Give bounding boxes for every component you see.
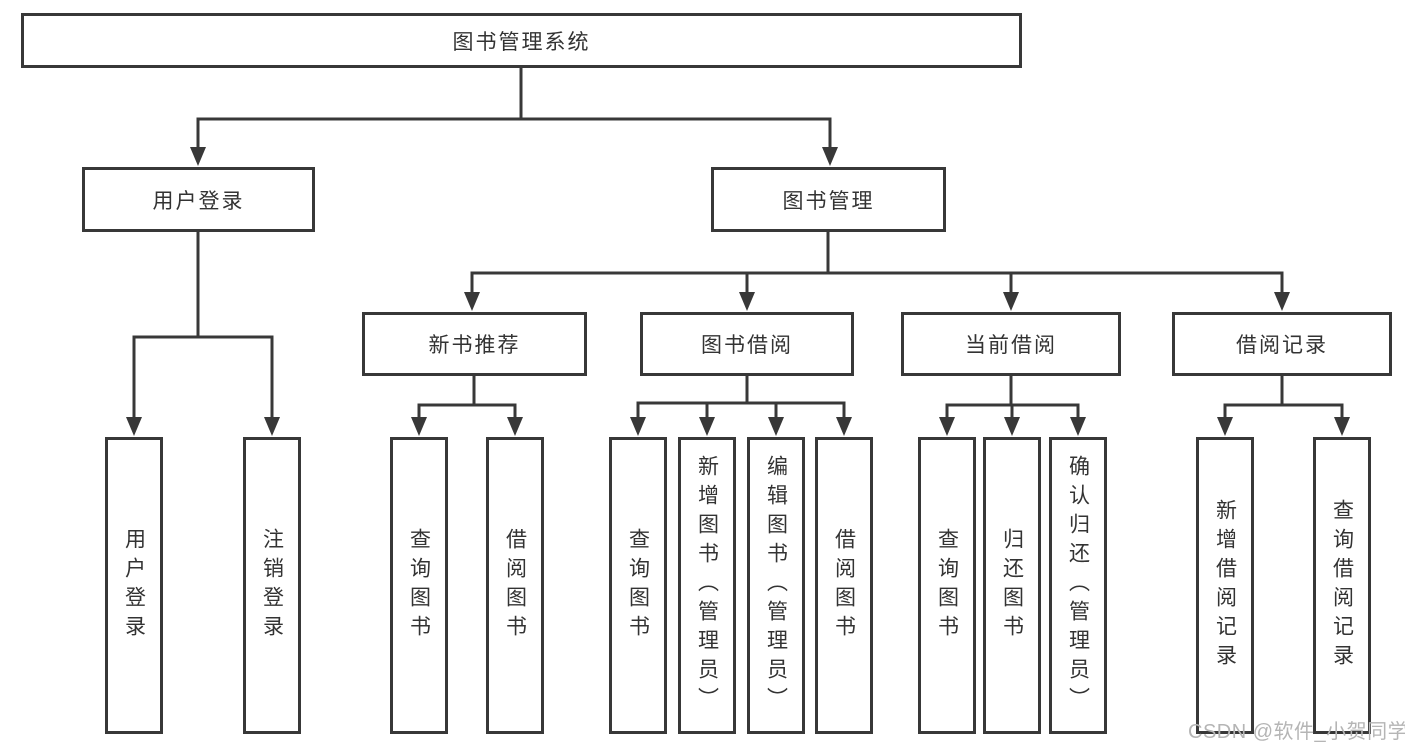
leaf-book-borrow-query-label: 查询图书 — [626, 527, 650, 644]
leaf-user-login-login: 用户登录 — [105, 437, 163, 734]
node-new-books-label: 新书推荐 — [428, 334, 521, 357]
leaf-user-login-login-label: 用户登录 — [122, 527, 146, 644]
node-book-mgmt-label: 图书管理 — [782, 189, 875, 213]
connector-root-to-level2 — [190, 68, 838, 166]
node-current-borrow: 当前借阅 — [901, 312, 1121, 376]
node-borrow-records-label: 借阅记录 — [1236, 334, 1328, 357]
leaf-book-borrow-borrow: 借阅图书 — [815, 437, 873, 734]
connector-current-borrow-to-leaves — [939, 376, 1086, 436]
leaf-book-borrow-borrow-label: 借阅图书 — [832, 527, 856, 644]
leaf-new-books-borrow: 借阅图书 — [486, 437, 544, 734]
leaf-borrow-records-query-label: 查询借阅记录 — [1330, 498, 1354, 673]
node-root: 图书管理系统 — [21, 13, 1022, 68]
leaf-user-login-logout: 注销登录 — [243, 437, 301, 734]
leaf-current-borrow-return: 归还图书 — [983, 437, 1041, 734]
leaf-current-borrow-return-label: 归还图书 — [1000, 527, 1024, 644]
connector-user-login-to-leaves — [126, 232, 280, 436]
node-user-login: 用户登录 — [82, 167, 315, 232]
leaf-borrow-records-add: 新增借阅记录 — [1196, 437, 1254, 734]
node-borrow-records: 借阅记录 — [1172, 312, 1392, 376]
leaf-borrow-records-add-label: 新增借阅记录 — [1213, 498, 1237, 673]
node-new-books: 新书推荐 — [362, 312, 587, 376]
connector-book-borrow-to-leaves — [630, 376, 852, 436]
leaf-book-borrow-edit-label: 编辑图书（管理员） — [764, 455, 788, 716]
node-book-mgmt: 图书管理 — [711, 167, 946, 232]
connector-book-mgmt-to-level3 — [464, 232, 1290, 311]
leaf-current-borrow-query-label: 查询图书 — [935, 527, 959, 644]
leaf-user-login-logout-label: 注销登录 — [260, 527, 284, 644]
leaf-borrow-records-query: 查询借阅记录 — [1313, 437, 1371, 734]
csdn-watermark: CSDN @软件_小贺同学 — [1188, 721, 1405, 743]
leaf-new-books-query-label: 查询图书 — [407, 527, 431, 644]
connector-borrow-records-to-leaves — [1217, 376, 1350, 436]
leaf-current-borrow-confirm: 确认归还（管理员） — [1049, 437, 1107, 734]
leaf-book-borrow-add: 新增图书（管理员） — [678, 437, 736, 734]
node-root-label: 图书管理系统 — [452, 30, 591, 54]
leaf-new-books-borrow-label: 借阅图书 — [503, 527, 527, 644]
leaf-current-borrow-confirm-label: 确认归还（管理员） — [1066, 455, 1090, 716]
connector-new-books-to-leaves — [411, 376, 523, 436]
leaf-book-borrow-edit: 编辑图书（管理员） — [747, 437, 805, 734]
leaf-book-borrow-add-label: 新增图书（管理员） — [695, 455, 719, 716]
leaf-current-borrow-query: 查询图书 — [918, 437, 976, 734]
node-book-borrow-label: 图书借阅 — [701, 334, 793, 357]
node-user-login-label: 用户登录 — [152, 189, 245, 213]
node-book-borrow: 图书借阅 — [640, 312, 854, 376]
node-current-borrow-label: 当前借阅 — [965, 334, 1057, 357]
leaf-new-books-query: 查询图书 — [390, 437, 448, 734]
leaf-book-borrow-query: 查询图书 — [609, 437, 667, 734]
